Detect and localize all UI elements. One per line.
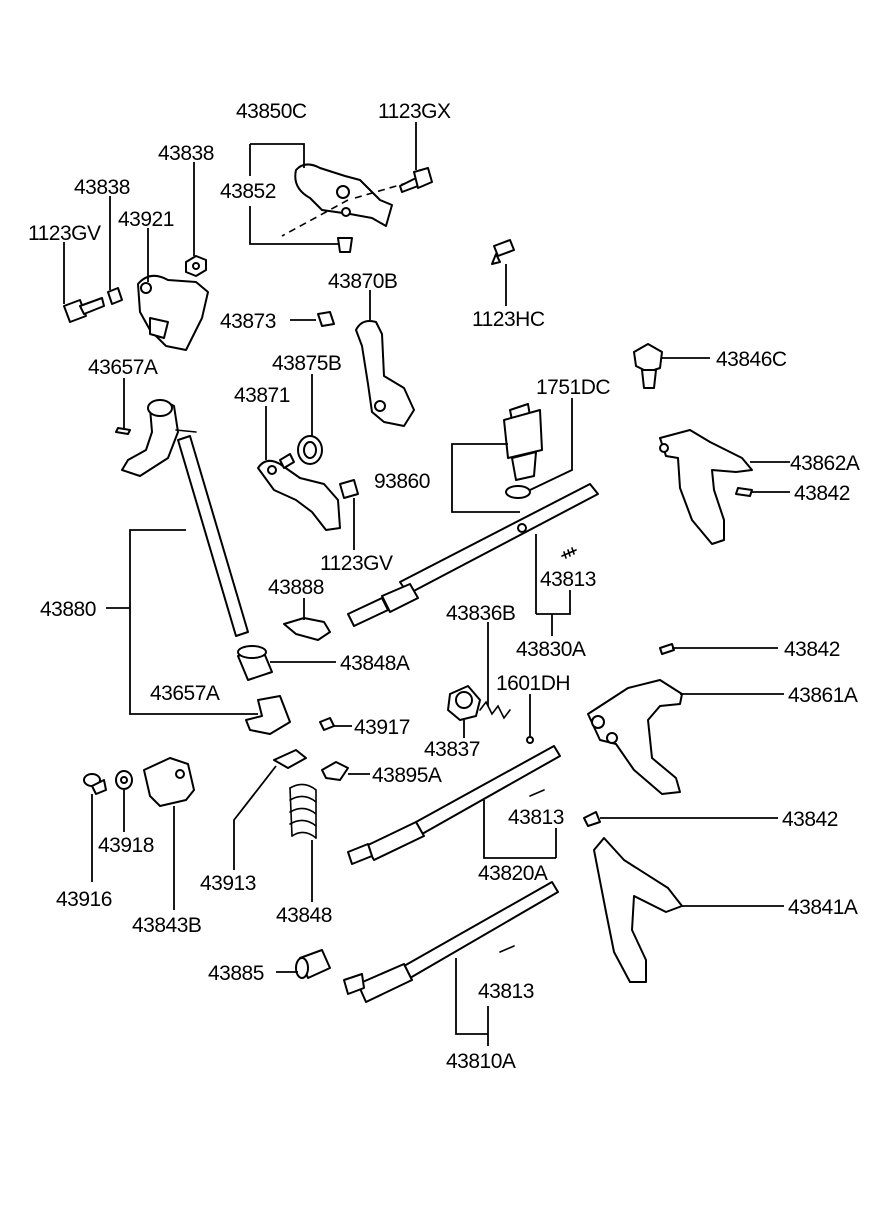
label-43846c: 43846C (716, 348, 787, 371)
label-1601dh: 1601DH (496, 672, 570, 695)
block-43657a-drawing (245, 695, 291, 735)
pin-43842-top-drawing (735, 487, 753, 497)
label-43888: 43888 (268, 576, 324, 599)
label-43813-c: 43813 (478, 980, 534, 1003)
switch-1751dc-drawing (503, 403, 543, 499)
plug-43873-drawing (317, 311, 335, 327)
washer-43918-drawing (115, 770, 133, 790)
label-43873: 43873 (220, 310, 276, 333)
bolt-43846c-drawing (633, 343, 663, 389)
spring-43848-drawing (289, 783, 317, 839)
label-43838-left: 43838 (74, 176, 130, 199)
plug-43837-drawing (447, 685, 481, 721)
label-43917: 43917 (354, 716, 410, 739)
bolt-1123hc-drawing (491, 239, 515, 265)
label-43921: 43921 (118, 208, 174, 231)
label-43918: 43918 (98, 834, 154, 857)
pin-43842-mid-drawing (659, 643, 675, 655)
label-43848: 43848 (276, 904, 332, 927)
shaft-43830a-drawing (347, 483, 599, 627)
label-43875b: 43875B (272, 352, 341, 375)
label-43852: 43852 (220, 180, 276, 203)
label-43885: 43885 (208, 962, 264, 985)
label-43813-a: 43813 (540, 568, 596, 591)
clip-43895a-drawing (321, 761, 349, 781)
label-43820a: 43820A (478, 862, 548, 885)
spring-43836b-drawing (479, 700, 511, 720)
pin-43813-a-drawing (561, 547, 577, 559)
label-43836b: 43836B (446, 602, 515, 625)
bracket-43850c-drawing (281, 163, 411, 253)
label-43813-b: 43813 (508, 806, 564, 829)
shift-rod-43880-drawing (115, 399, 249, 637)
pin-43842-low-drawing (583, 811, 601, 827)
label-43880: 43880 (40, 598, 96, 621)
label-43913: 43913 (200, 872, 256, 895)
pin-43917-drawing (319, 717, 335, 731)
bolt-1123gx-drawing (399, 167, 433, 193)
bolt-43916-drawing (83, 773, 107, 795)
label-1123gv-middle: 1123GV (320, 552, 393, 575)
label-43870b: 43870B (328, 270, 397, 293)
lever-43870b-drawing (355, 320, 415, 427)
label-43837: 43837 (424, 738, 480, 761)
label-43862a: 43862A (790, 452, 860, 475)
clip-43888-drawing (283, 617, 331, 641)
label-43871: 43871 (234, 384, 290, 407)
ball-1601dh-drawing (526, 736, 534, 744)
bushing-43848a-drawing (237, 645, 273, 681)
shaft-43820a-drawing (347, 745, 561, 865)
label-1123hc: 1123HC (472, 308, 545, 331)
pin-43813-b-drawing (529, 789, 545, 797)
label-43916: 43916 (56, 888, 112, 911)
shaft-43810a-drawing (343, 881, 559, 1003)
label-1123gx: 1123GX (378, 100, 451, 123)
label-43842-top: 43842 (794, 482, 850, 505)
leader-lines (63, 122, 790, 1046)
label-43657a-lower: 43657A (150, 682, 220, 705)
label-43657a-top: 43657A (88, 356, 158, 379)
label-43861a: 43861A (788, 684, 858, 707)
label-1123gv-left: 1123GV (28, 222, 101, 245)
label-43895a: 43895A (372, 764, 442, 787)
nut-43838-upper-drawing (185, 255, 207, 277)
label-43842-low: 43842 (782, 808, 838, 831)
label-43838-upper: 43838 (158, 142, 214, 165)
seal-43875b-drawing (297, 435, 323, 465)
bushing-43885-drawing (295, 949, 331, 979)
label-43848a: 43848A (340, 652, 410, 675)
pin-43813-c-drawing (499, 945, 515, 953)
part-labels: 43850C 1123GX 43838 43838 43852 43921 11… (28, 100, 860, 1073)
label-43830a: 43830A (516, 638, 586, 661)
fork-43862a-drawing (659, 429, 753, 545)
fork-43841a-drawing (593, 837, 683, 983)
fork-43861a-drawing (587, 679, 683, 795)
lever-43871-drawing (257, 453, 341, 531)
label-43843b: 43843B (132, 914, 201, 937)
label-1751dc: 1751DC (536, 376, 610, 399)
label-43842-mid: 43842 (784, 638, 840, 661)
label-43810a: 43810A (446, 1050, 516, 1073)
bracket-43843b-drawing (143, 757, 195, 807)
bolt-1123gv-middle-drawing (339, 479, 359, 499)
bracket-43921-drawing (63, 274, 209, 351)
clip-43913-drawing (273, 749, 307, 769)
label-43850c: 43850C (236, 100, 307, 123)
label-93860: 93860 (374, 470, 430, 493)
label-43841a: 43841A (788, 896, 858, 919)
